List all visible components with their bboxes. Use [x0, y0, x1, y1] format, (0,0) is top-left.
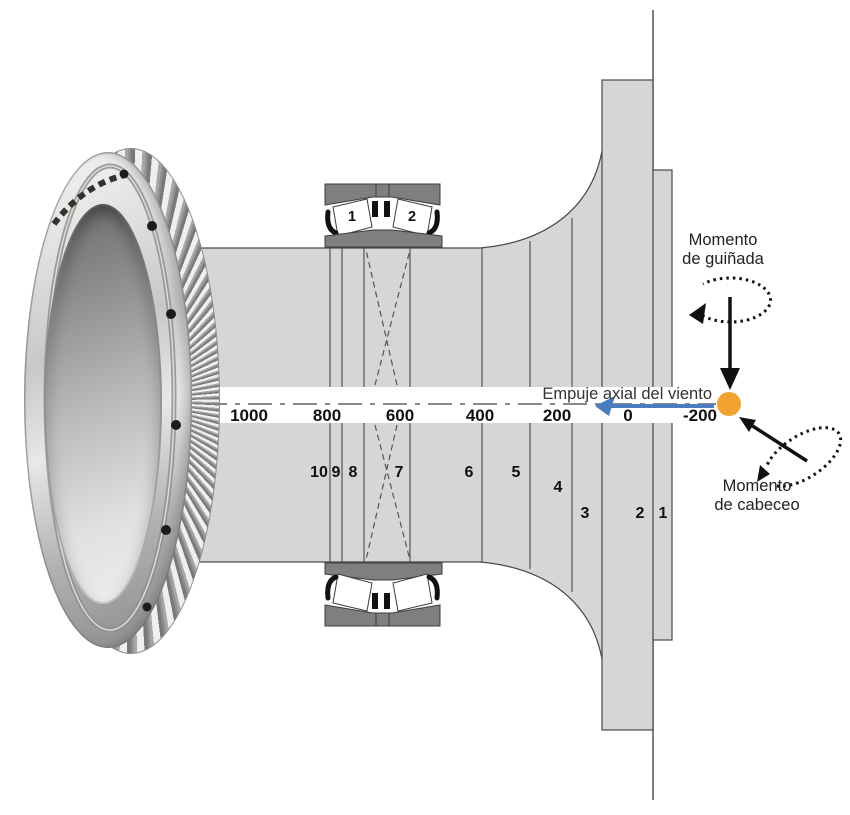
section-7: 7	[394, 464, 404, 481]
section-8: 8	[348, 464, 358, 481]
section-1: 1	[658, 505, 668, 522]
yaw-moment-label-line2: de guiñada	[682, 249, 764, 268]
thrust-label: Empuje axial del viento	[542, 385, 712, 403]
contact-angle-lines	[365, 249, 411, 561]
scale-800: 800	[312, 406, 342, 425]
seal-left-bottom	[325, 574, 339, 601]
section-4: 4	[553, 479, 563, 496]
pitch-moment-label-line2: de cabeceo	[714, 495, 800, 514]
pitch-moment-arrow-icon	[739, 417, 843, 488]
bearing-row-2-label: 2	[407, 209, 417, 225]
yaw-moment-label-line1: Momento	[688, 231, 758, 249]
pitch-moment-label-line1: Momento	[722, 477, 792, 495]
bearing-bore	[44, 204, 162, 604]
bearing-row-1-label: 1	[347, 209, 357, 225]
yaw-moment-arrow-icon	[689, 276, 772, 390]
pitch-moment-label: Momento de cabeceo	[694, 477, 820, 514]
bearing-cross-section-bottom	[324, 562, 443, 627]
scale-1000: 1000	[230, 406, 268, 425]
scale-200: 200	[542, 406, 572, 425]
load-point	[717, 392, 741, 416]
scale-0: 0	[623, 406, 633, 425]
seal-left	[325, 209, 339, 236]
section-3: 3	[580, 505, 590, 522]
scale-600: 600	[385, 406, 415, 425]
scale-minus-200: -200	[682, 406, 718, 425]
section-10: 10	[310, 464, 328, 481]
yaw-moment-label: Momento de guiñada	[660, 231, 786, 268]
roller-row-1	[332, 198, 373, 237]
section-6: 6	[464, 464, 474, 481]
tapered-roller-bearing-photo	[24, 146, 220, 654]
seal-right-bottom	[426, 574, 440, 601]
bearing-details	[51, 169, 181, 612]
seal-right	[426, 209, 440, 236]
thrust-arrow-icon	[595, 396, 714, 416]
bearing-cross-section-top	[324, 183, 443, 248]
section-5: 5	[511, 464, 521, 481]
scale-400: 400	[465, 406, 495, 425]
section-9: 9	[331, 464, 341, 481]
section-2: 2	[635, 505, 645, 522]
